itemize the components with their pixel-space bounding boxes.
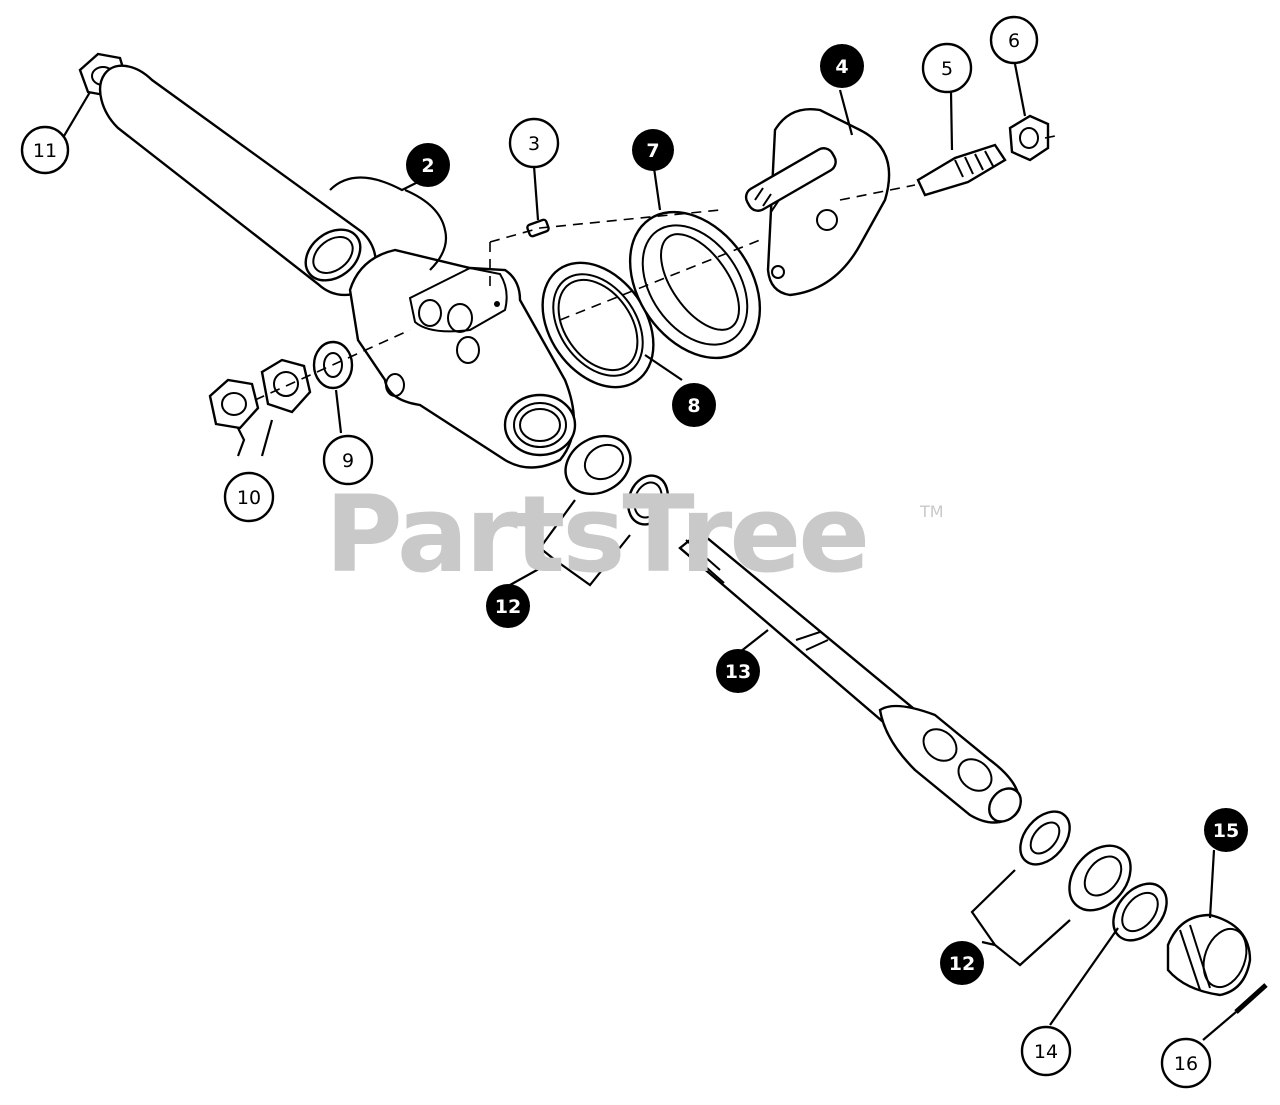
callout-13: 13: [716, 649, 760, 693]
part-14-washer: [1112, 882, 1168, 942]
callout-15: 15: [1204, 808, 1248, 852]
callout-12-lower: 12: [940, 941, 984, 985]
svg-text:9: 9: [342, 450, 354, 472]
svg-text:10: 10: [237, 487, 261, 509]
callout-9: 9: [322, 434, 374, 486]
part-12-bearing-upper: [564, 434, 669, 526]
callout-4: 4: [820, 44, 864, 88]
callout-8: 8: [672, 383, 716, 427]
assembly-axes: [254, 134, 1061, 401]
svg-text:11: 11: [33, 140, 57, 162]
svg-text:6: 6: [1008, 30, 1020, 52]
leader-lines: [63, 63, 1237, 1041]
part-5-threaded-pin: [916, 143, 1007, 197]
callout-14: 14: [1020, 1025, 1072, 1077]
callout-11: 11: [20, 125, 70, 175]
partstree-watermark: PartsTree: [325, 473, 870, 596]
part-6-hex-nut: [1008, 114, 1050, 162]
callout-2: 2: [406, 143, 450, 187]
tube: [98, 64, 378, 297]
svg-text:14: 14: [1034, 1041, 1058, 1063]
trademark-symbol: TM: [920, 502, 944, 521]
callout-10: 10: [223, 471, 275, 523]
part-4-plate: [744, 108, 891, 297]
part-15-castle-nut: [1166, 913, 1252, 997]
svg-text:12: 12: [495, 596, 521, 618]
svg-text:8: 8: [687, 395, 700, 417]
callout-3: 3: [508, 117, 560, 169]
callouts: 11 2 3 7 4 5 6 8: [20, 15, 1248, 1089]
part-10-nuts: [208, 358, 312, 430]
part-12-bearing-lower: [1019, 810, 1132, 912]
svg-text:2: 2: [421, 155, 434, 177]
svg-text:5: 5: [941, 58, 953, 80]
callout-5: 5: [921, 42, 973, 94]
svg-text:13: 13: [725, 661, 751, 683]
callout-6: 6: [989, 15, 1039, 65]
svg-text:12: 12: [949, 953, 975, 975]
part-7-seal: [628, 210, 762, 360]
part-16-cotter-pin: [1234, 983, 1268, 1014]
svg-text:7: 7: [646, 140, 659, 162]
svg-text:16: 16: [1174, 1053, 1198, 1075]
callout-12-upper: 12: [486, 584, 530, 628]
svg-text:3: 3: [528, 133, 540, 155]
svg-text:15: 15: [1213, 820, 1239, 842]
part-13-shaft: [678, 530, 1022, 824]
callout-16: 16: [1160, 1037, 1212, 1089]
callout-7: 7: [632, 129, 674, 171]
svg-text:4: 4: [835, 56, 848, 78]
parts-layer: [78, 52, 1268, 1014]
part-2-housing: [348, 248, 577, 469]
